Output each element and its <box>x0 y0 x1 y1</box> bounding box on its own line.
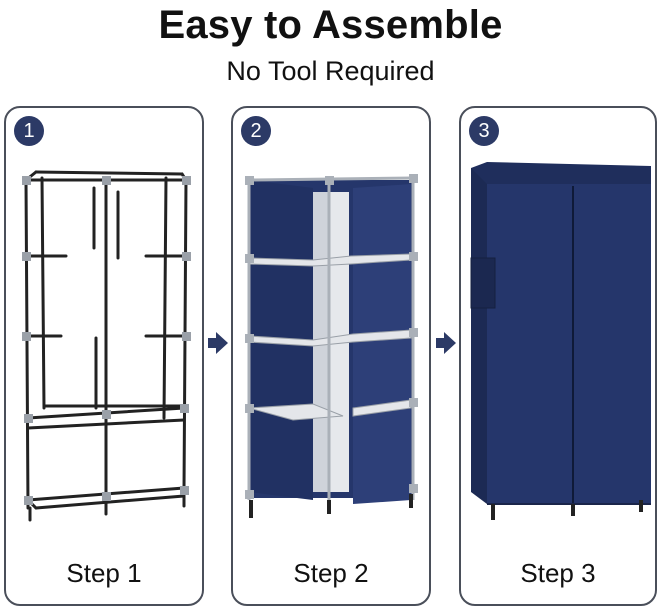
step-label: Step 1 <box>66 558 142 588</box>
step-number-badge: 1 <box>14 116 44 146</box>
step-panel-1: 1 <box>4 106 204 606</box>
page-title: Easy to Assemble <box>158 3 503 47</box>
step-panel-3: 3 Step 3 <box>459 106 657 606</box>
arrow-right-icon <box>208 332 228 354</box>
step-number-badge: 3 <box>469 116 499 146</box>
arrow-right-icon <box>436 332 456 354</box>
page-subtitle: No Tool Required <box>226 56 435 86</box>
step-panel-2: 2 <box>231 106 431 606</box>
wardrobe-covered-icon <box>470 162 651 520</box>
step-label: Step 3 <box>520 558 596 588</box>
step-label: Step 2 <box>293 558 369 588</box>
step-number-badge: 2 <box>241 116 271 146</box>
wardrobe-shelves-icon <box>245 174 418 518</box>
wardrobe-frame-icon <box>22 170 191 522</box>
